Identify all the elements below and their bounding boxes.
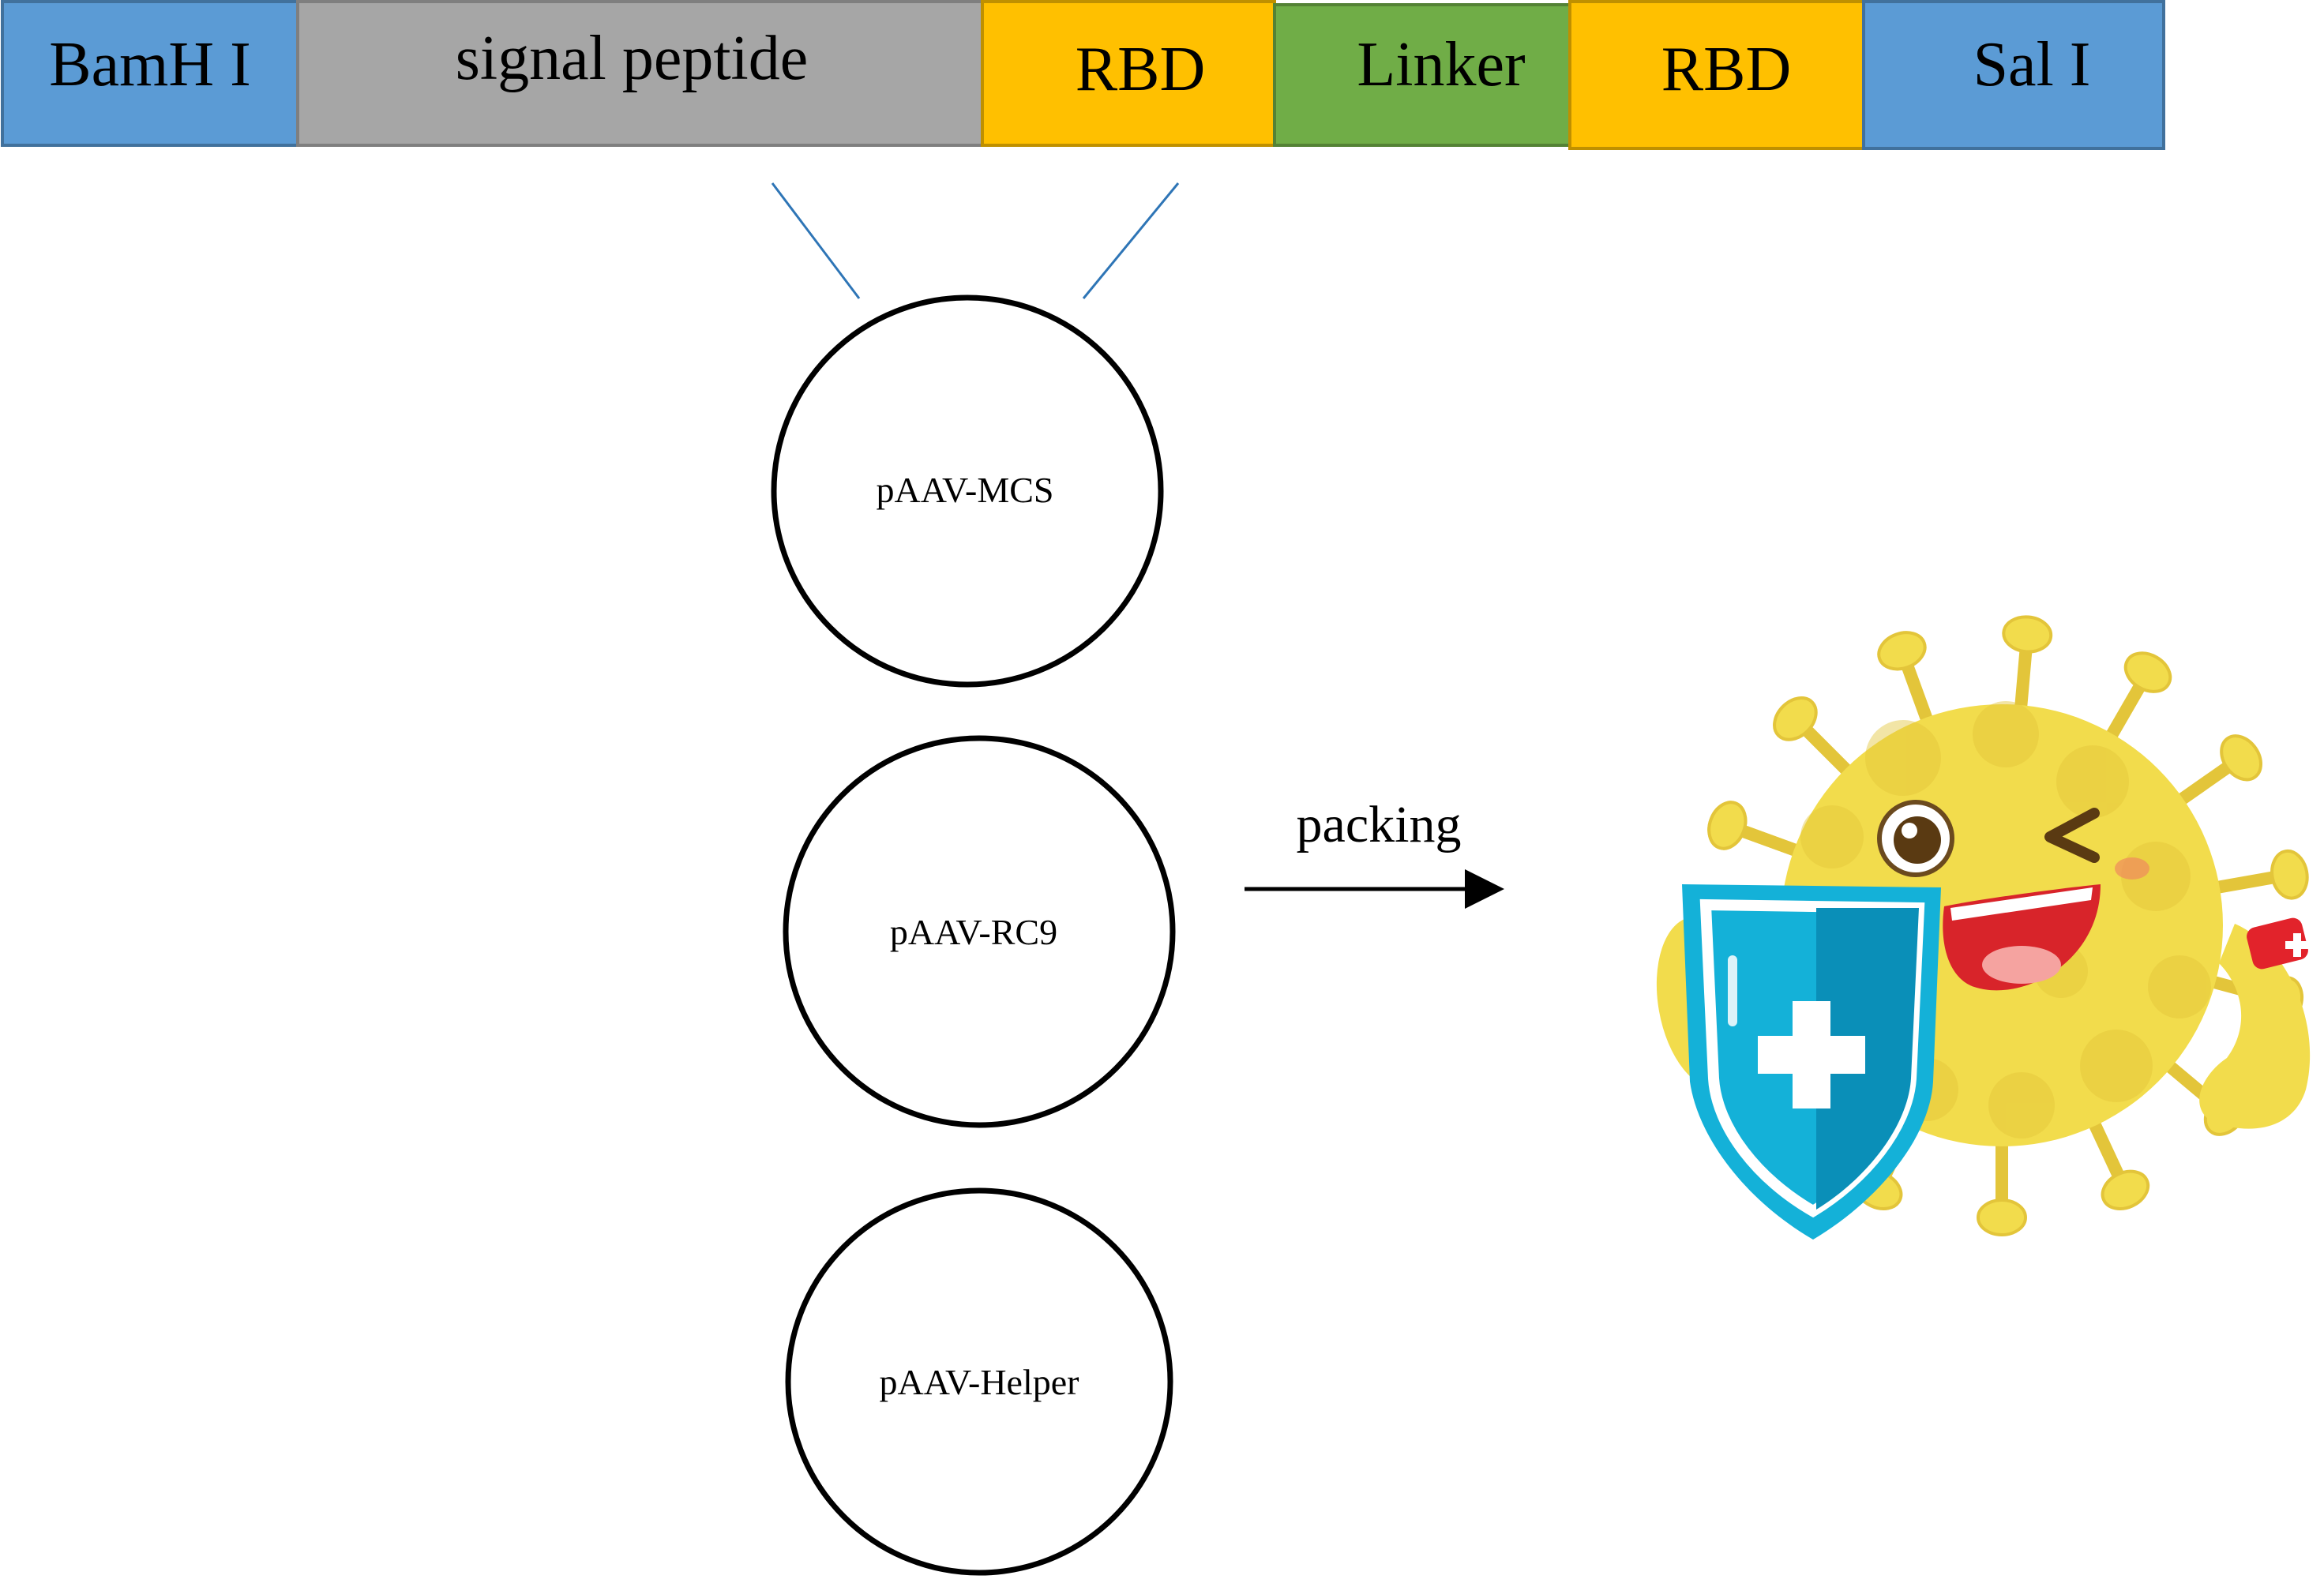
virus-spike-tip (1977, 1199, 2027, 1236)
armband-band (2247, 917, 2308, 970)
virus-right-arm (2199, 924, 2311, 1129)
virus-spike-tip (2101, 1169, 2150, 1210)
plasmid-pAAV-RC9: pAAV-RC9 (783, 735, 1176, 1128)
virus-eye-open (1877, 800, 1954, 877)
insert-line-right (1082, 182, 1180, 299)
segment-rbd-2-box (1568, 0, 1865, 150)
virus-spike-tip (1877, 631, 1927, 671)
packing-label: packing (1297, 796, 1462, 853)
shield-icon (1682, 884, 1941, 1240)
virus-spike-tip (2002, 615, 2053, 654)
segment-rbd-2-label: RBD (1661, 35, 1792, 104)
virus-mouth (1943, 884, 2101, 991)
virus-spike-tip (1773, 696, 1818, 741)
segment-bamh1-box (1, 0, 299, 147)
segment-rbd-1: RBD (981, 0, 1276, 147)
virus-spike-tip (2270, 849, 2309, 900)
segment-rbd-2: RBD (1568, 0, 1865, 150)
packing-step: packing (1245, 796, 1504, 909)
segment-sal1-label: Sal I (1973, 30, 2091, 99)
segment-signal-peptide: signal peptide (296, 0, 984, 147)
insert-line-left (771, 182, 861, 299)
construct-bar: BamH I signal peptide RBD Linker RBD Sal… (1, 0, 2165, 150)
plasmid-pAAV-Helper: pAAV-Helper (785, 1187, 1173, 1576)
virus-body-texture (1800, 701, 2211, 1138)
segment-rbd-1-label: RBD (1076, 35, 1206, 104)
plasmid-circle (783, 735, 1176, 1128)
armband (2247, 917, 2309, 970)
segment-linker-label: Linker (1357, 30, 1525, 99)
plasmid-pAAV-MCS: pAAV-MCS (771, 294, 1164, 688)
virus-spike-tip (2220, 734, 2263, 782)
segment-linker: Linker (1273, 3, 1571, 147)
segment-signal-peptide-label: signal peptide (456, 24, 809, 93)
plasmid-circle (771, 294, 1164, 688)
segment-bamh1-label: BamH I (49, 30, 251, 99)
shield-shade (1816, 908, 1919, 1210)
segment-signal-peptide-box (296, 0, 984, 147)
segment-sal1-box (1862, 0, 2165, 150)
virus-cheek (2115, 857, 2149, 880)
plasmid-circle (785, 1187, 1173, 1576)
virus-illustration (1656, 615, 2311, 1240)
plasmid-label: pAAV-RC9 (890, 912, 1057, 952)
plasmid-label: pAAV-MCS (877, 470, 1054, 510)
virus-eye-wink (2044, 808, 2100, 863)
segment-sal1: Sal I (1862, 0, 2165, 150)
shield-plus-icon (1758, 1001, 1865, 1108)
virus-spike-tip (2123, 651, 2172, 693)
segment-rbd-1-box (981, 0, 1276, 147)
segment-bamh1: BamH I (1, 0, 299, 147)
virus-spike-tip (1707, 801, 1748, 850)
plasmid-label: pAAV-Helper (880, 1362, 1079, 1402)
armband-cross-icon (2285, 933, 2309, 957)
shield-highlight (1728, 955, 1737, 1026)
